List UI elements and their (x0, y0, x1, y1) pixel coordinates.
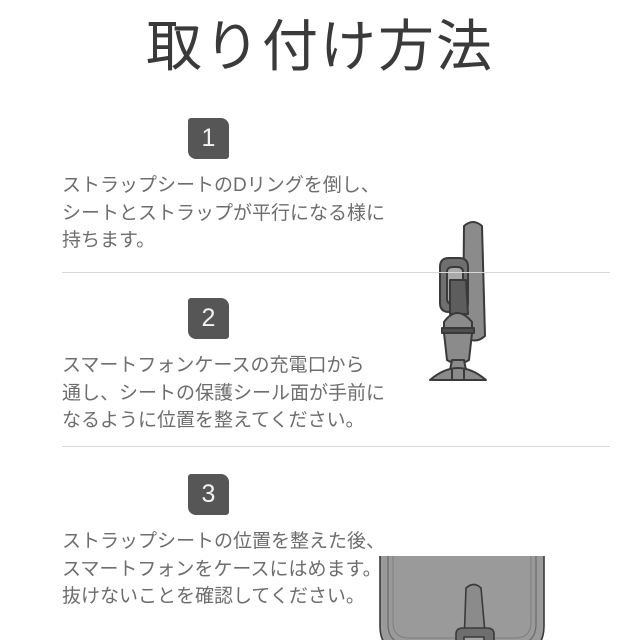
step-description-3: ストラップシートの位置を整えた後、 スマートフォンをケースにはめます。 抜けない… (62, 531, 386, 607)
step-description-1: ストラップシートのDリングを倒し、 シートとストラップが平行になる様に 持ちます… (62, 175, 386, 251)
step-section-2: 2 スマートフォンケースの充電口から 通し、シートの保護シール面が手前に なるよ… (0, 280, 640, 640)
step-section-3: 3 ストラップシートの位置を整えた後、 スマートフォンをケースにはめます。 抜け… (0, 455, 640, 640)
step-number-badge-3: 3 (188, 474, 229, 515)
page-title: 取り付け方法 (146, 15, 494, 78)
step-section-1: 1 ストラップシートのDリングを倒し、 シートとストラップが平行になる様に 持ち… (0, 110, 640, 381)
step-number-badge-1: 1 (188, 118, 229, 159)
step-illustration-2 (372, 556, 634, 640)
step-number-badge-2: 2 (188, 298, 229, 339)
section-divider-2 (62, 446, 610, 447)
step-description-2: スマートフォンケースの充電口から 通し、シートの保護シール面が手前に なるように… (62, 355, 386, 431)
step-illustration-1 (408, 210, 548, 382)
section-divider-1 (62, 272, 610, 273)
